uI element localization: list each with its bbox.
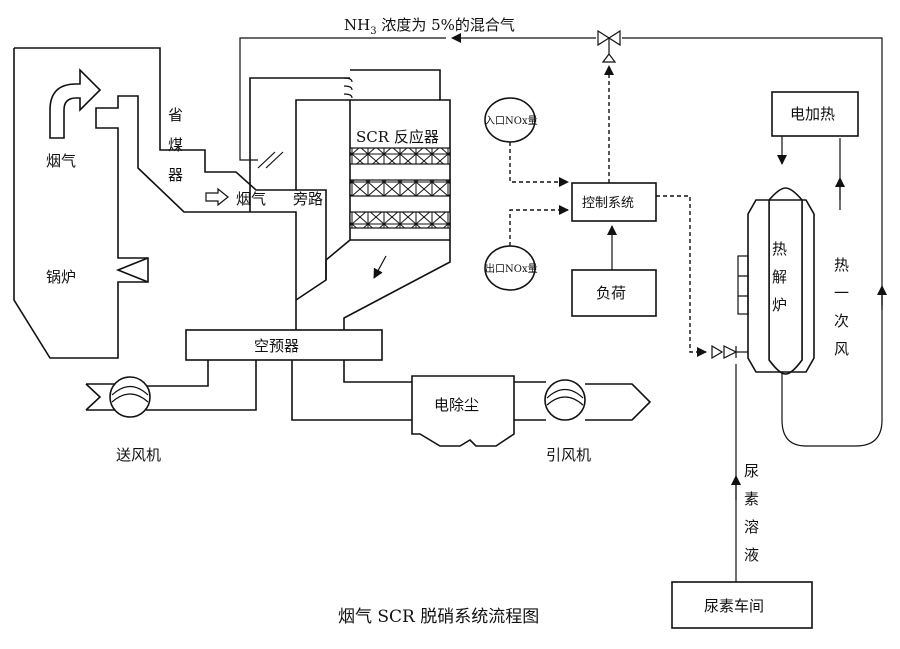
economizer-label-3: 器 (168, 166, 183, 184)
control-system-label: 控制系统 (582, 196, 634, 211)
urea-workshop-label: 尿素车间 (704, 597, 764, 615)
air-preheater-label: 空预器 (254, 337, 299, 355)
hot-air-label-3: 次 (834, 312, 849, 330)
esp-label: 电除尘 (434, 396, 479, 414)
inlet-nox-label: 入口NOx量 (485, 115, 538, 127)
pyrolysis-label-1: 热 (772, 240, 787, 258)
electrostatic-precipitator (411, 375, 546, 447)
boiler-label: 锅炉 (46, 268, 76, 286)
supply-fan-label: 送风机 (116, 446, 161, 464)
pyrolysis-label-2: 解 (772, 268, 787, 286)
bypass-duct (249, 77, 350, 301)
outlet-nox-label: 出口NOx量 (485, 262, 538, 275)
flue-gas-label: 烟气 (236, 190, 266, 208)
ammonia-injection-nozzle (257, 151, 276, 169)
flue-gas-rise-arrow (49, 68, 102, 139)
hot-air-label-4: 风 (834, 340, 849, 358)
urea-solution-label-2: 素 (744, 490, 759, 508)
urea-solution-label-3: 溶 (744, 518, 759, 536)
boiler (13, 47, 350, 359)
scr-outlet-arrow (373, 255, 387, 279)
economizer-label-2: 煤 (168, 136, 183, 154)
pyrolysis-furnace (737, 187, 815, 375)
hot-air-label-1: 热 (834, 256, 849, 274)
scr-reactor-label: SCR 反应器 (356, 128, 439, 146)
flue-gas-flow-arrow (205, 187, 229, 207)
supply-fan (85, 376, 151, 418)
load-box (571, 269, 657, 317)
boiler-flue-gas-label: 烟气 (46, 152, 76, 170)
diagram-caption: 烟气 SCR 脱硝系统流程图 (338, 607, 539, 627)
urea-solution-label-4: 液 (744, 546, 759, 564)
urea-solution-label-1: 尿 (744, 462, 759, 480)
pyrolysis-label-3: 炉 (772, 296, 787, 314)
hot-air-label-2: 一 (834, 284, 849, 302)
electric-heating-label: 电加热 (790, 105, 835, 123)
air-preheater (185, 329, 383, 361)
bypass-label: 旁路 (293, 190, 323, 208)
economizer-label-1: 省 (168, 106, 183, 124)
load-label: 负荷 (596, 284, 626, 302)
urea-workshop (671, 581, 813, 629)
control-system (571, 182, 657, 222)
urea-valve[interactable] (711, 344, 738, 360)
electric-heater (771, 91, 859, 137)
nh3-mixed-gas-line (239, 33, 883, 305)
induced-draft-fan (544, 379, 652, 421)
nh3-valve-top[interactable] (597, 29, 621, 63)
induced-fan-label: 引风机 (546, 446, 591, 464)
scr-reactor (325, 69, 451, 330)
nh3-label: NH3 浓度为 5%的混合气 (344, 16, 515, 37)
